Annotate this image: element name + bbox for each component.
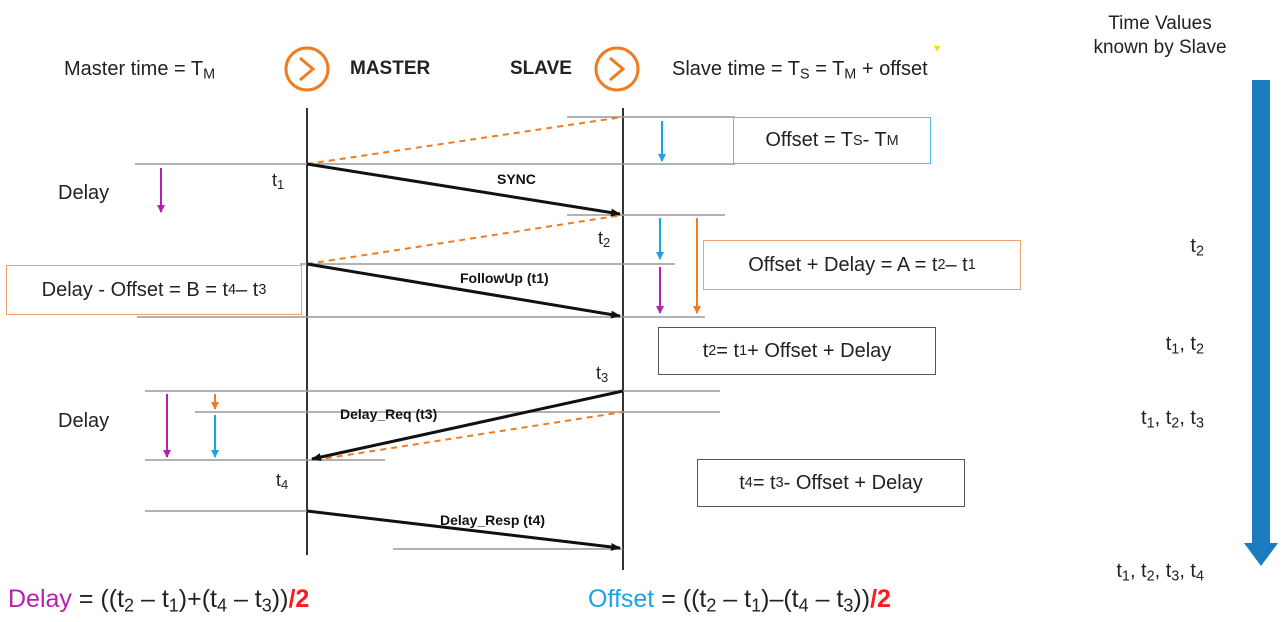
slave-clock-icon: [594, 46, 640, 92]
t3-label: t3: [596, 363, 609, 386]
delay-formula: Delay = ((t2 – t1)+(t4 – t3))/2: [8, 585, 310, 616]
master-label: MASTER: [350, 58, 431, 79]
t1-label: t1: [272, 170, 285, 193]
t2-label: t2: [598, 228, 611, 251]
time-flow-arrow: [1244, 80, 1278, 566]
delay-word: Delay: [8, 585, 72, 613]
sync-label: SYNC: [497, 171, 536, 187]
master-clock-icon: [284, 46, 330, 92]
slave-label: SLAVE: [510, 58, 572, 79]
known-values-3: t1, t2, t3: [1141, 407, 1204, 432]
delay-req-arrow: [311, 389, 624, 461]
offset-dashed-lines: [306, 116, 624, 461]
delay-resp-label: Delay_Resp (t4): [440, 512, 545, 528]
known-values-2: t1, t2: [1165, 333, 1204, 358]
reference-lines: [135, 116, 735, 550]
time-values-title: Time Values known by Slave: [1093, 13, 1227, 58]
master-time-label: Master time = TM: [64, 58, 216, 83]
known-values-1: t2: [1190, 235, 1204, 260]
offset-div2: /2: [870, 585, 891, 613]
followup-arrow: [306, 262, 621, 319]
slave-time-label: Slave time = TS = TM + offset: [672, 58, 928, 83]
delay-label-top: Delay: [58, 182, 110, 204]
delay-label-bottom: Delay: [58, 410, 110, 432]
offset-formula: Offset = ((t2 – t1)–(t4 – t3))/2: [588, 585, 891, 616]
followup-label: FollowUp (t1): [460, 270, 549, 286]
yellow-mark: [934, 46, 940, 52]
delay-req-label: Delay_Req (t3): [340, 406, 437, 422]
offset-word: Offset: [588, 585, 655, 613]
sync-arrow: [306, 162, 621, 217]
delay-div2: /2: [288, 585, 310, 613]
known-values-4: t1, t2, t3, t4: [1116, 560, 1204, 585]
delay-resp-arrow: [306, 509, 621, 551]
t4-label: t4: [276, 470, 289, 493]
